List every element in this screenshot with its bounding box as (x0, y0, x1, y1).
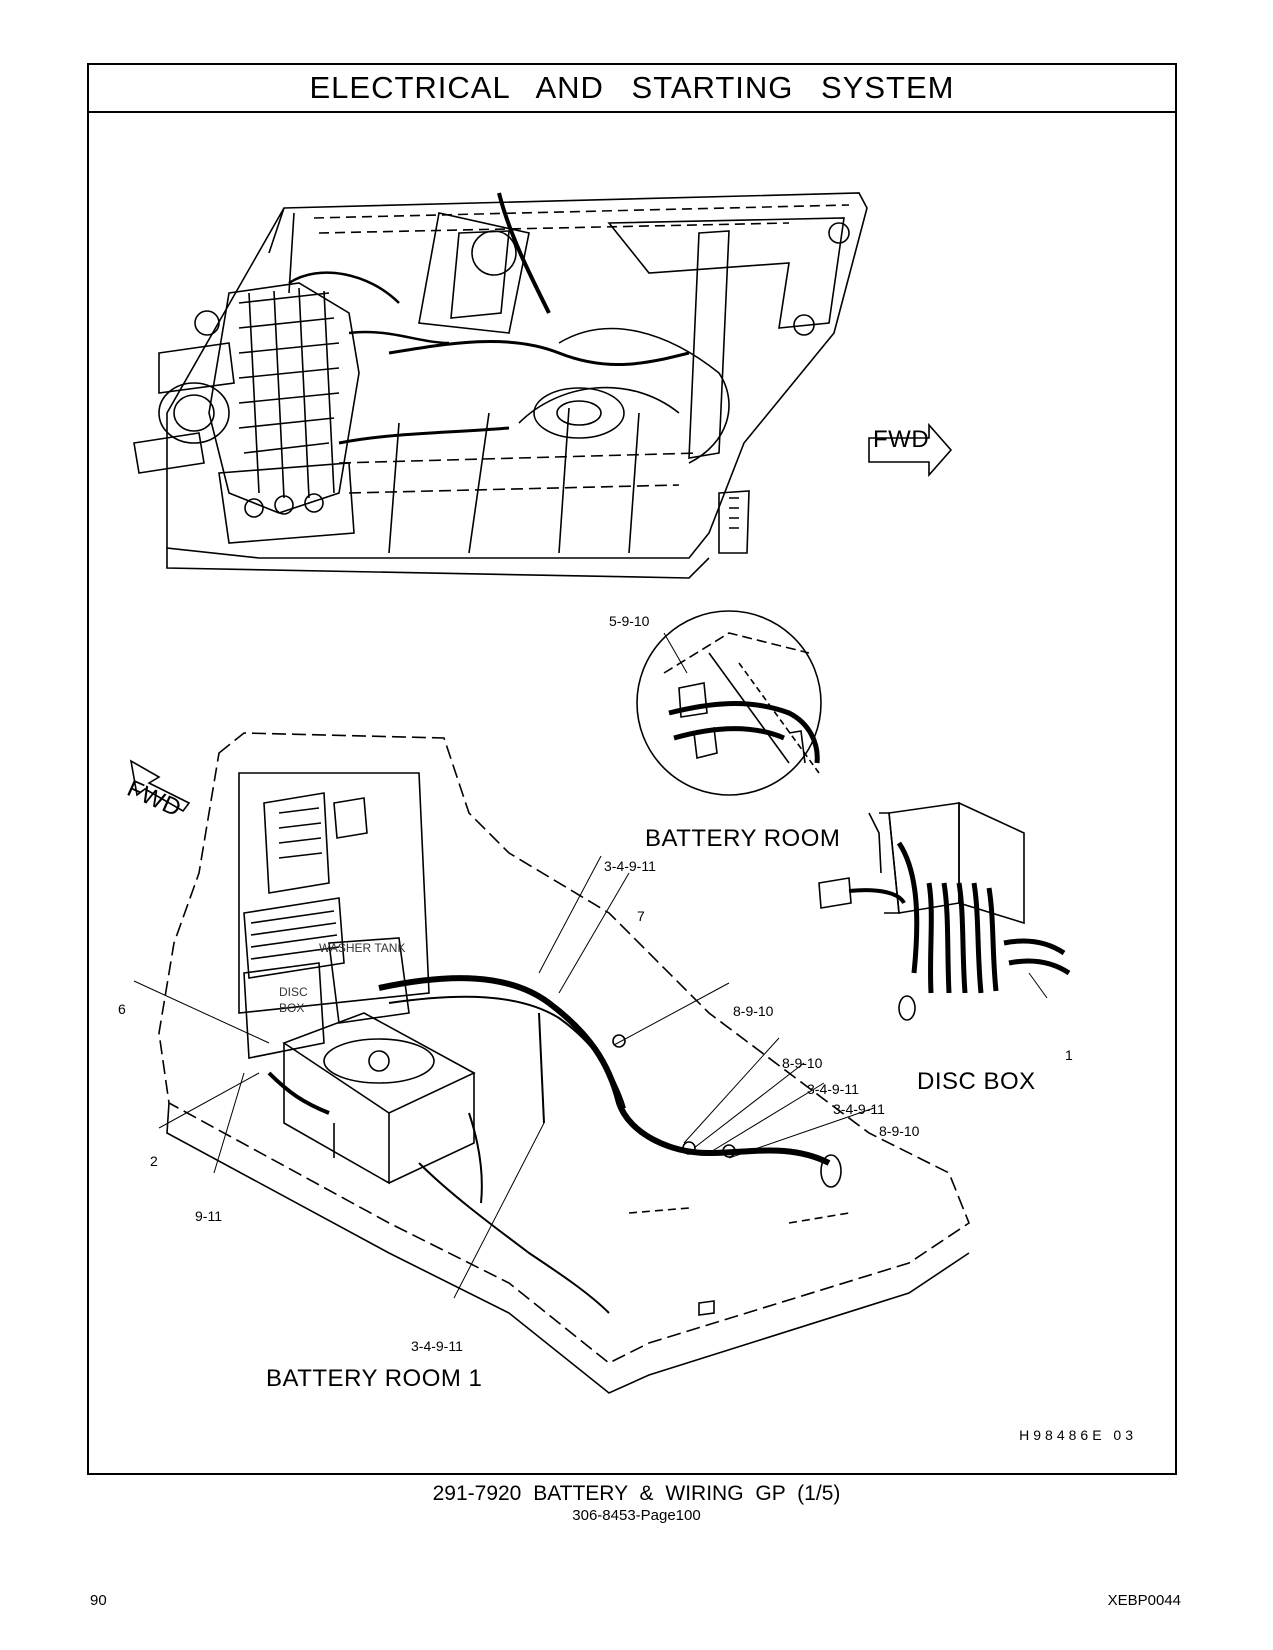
callout-6: 6 (118, 1001, 126, 1017)
callout-8-9-10-a: 8-9-10 (733, 1003, 774, 1019)
disc-box-view (818, 801, 1071, 1021)
figure-caption: 291-7920 BATTERY & WIRING GP (1/5) (432, 1482, 841, 1505)
callout-1: 1 (1065, 1047, 1073, 1063)
callout-3-4-9-11-c: 3-4-9-11 (833, 1101, 885, 1117)
fwd-arrow-right (868, 422, 953, 478)
callout-3-4-9-11-a: 3-4-9-11 (604, 858, 656, 874)
battery-room-1-illustration (133, 732, 970, 1394)
washer-tank-label: WASHER TANK (319, 941, 406, 955)
callout-8-9-10-b: 8-9-10 (782, 1055, 823, 1071)
page-number: 90 (90, 1592, 107, 1609)
wiring-illustration (129, 192, 1071, 1394)
figure-frame: ELECTRICAL AND STARTING SYSTEM (87, 63, 1177, 1475)
fwd-label-right: FWD (873, 426, 930, 453)
title-bar: ELECTRICAL AND STARTING SYSTEM (89, 65, 1175, 113)
battery-room-detail-circle (636, 610, 822, 796)
callout-3-4-9-11-d: 3-4-9-11 (411, 1338, 463, 1354)
upper-frame-illustration (133, 192, 868, 579)
callout-2: 2 (150, 1153, 158, 1169)
callout-5-9-10: 5-9-10 (609, 613, 650, 629)
callout-9-11: 9-11 (195, 1208, 222, 1224)
disc-box-label-line2: BOX (279, 1001, 305, 1015)
disc-box-view-label: DISC BOX (917, 1068, 1036, 1095)
battery-room-1-label: BATTERY ROOM 1 (266, 1365, 483, 1392)
technical-drawing: FWD 5-9-10 FWD BATTERY ROOM 3-4-9-11 7 W… (89, 113, 1175, 1473)
callout-8-9-10-c: 8-9-10 (879, 1123, 920, 1139)
callout-3-4-9-11-b: 3-4-9-11 (807, 1081, 859, 1097)
fwd-arrow-left (129, 759, 191, 813)
disc-box-label-line1: DISC (279, 985, 308, 999)
battery-room-label: BATTERY ROOM (645, 825, 841, 852)
document-id: XEBP0044 (1107, 1592, 1181, 1609)
figure-subcaption: 306-8453-Page100 (572, 1507, 701, 1524)
figure-code: H98486E 03 (1019, 1427, 1137, 1443)
page-title: ELECTRICAL AND STARTING SYSTEM (309, 70, 955, 105)
callout-7: 7 (637, 908, 645, 924)
